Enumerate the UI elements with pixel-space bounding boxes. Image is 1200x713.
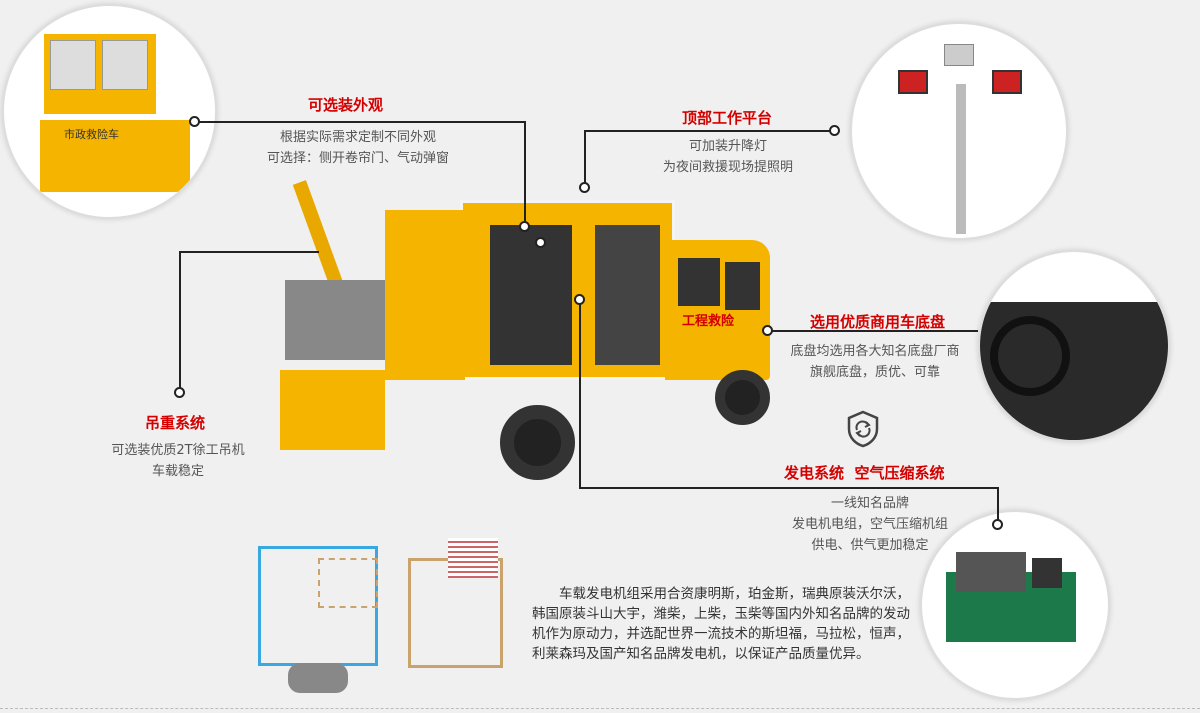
bottom-divider	[0, 708, 1200, 709]
panel-text: 市政救险车	[64, 128, 119, 141]
crane-title: 吊重系统	[145, 414, 206, 432]
chassis-desc: 底盘均选用各大知名底盘厂商 旗舰底盘，质优、可靠	[775, 341, 975, 383]
desc-line: 一线知名品牌	[830, 496, 909, 511]
crane-dot	[174, 387, 185, 398]
power-dot-top	[574, 294, 585, 305]
appearance-desc: 根据实际需求定制不同外观 可选择：侧开卷帘门、气动弹窗	[258, 127, 458, 169]
roof-dot-right	[829, 125, 840, 136]
appearance-dot	[519, 221, 530, 232]
roof-dot	[579, 182, 590, 193]
chassis-title: 选用优质商用车底盘	[810, 313, 946, 331]
power-title: 发电系统 空气压缩系统	[784, 464, 945, 482]
lift-light-photo	[850, 22, 1068, 240]
roof-desc: 可加装升降灯 为夜间救援现场提照明	[628, 136, 828, 178]
desc-line: 底盘均选用各大知名底盘厂商	[790, 344, 960, 359]
door-text: 工程救险	[682, 314, 735, 329]
generator-photo	[920, 510, 1110, 700]
chassis-interior-photo	[978, 250, 1170, 442]
desc-line: 根据实际需求定制不同外观	[279, 130, 436, 145]
desc-line: 可加装升降灯	[688, 139, 767, 154]
desc-line: 供电、供气更加稳定	[811, 538, 929, 553]
desc-line: 旗舰底盘，质优、可靠	[809, 365, 940, 380]
desc-line: 可选装优质2T徐工吊机	[111, 443, 245, 458]
appearance-photo: 市政救险车	[2, 4, 217, 219]
appearance-dot-left	[189, 116, 200, 127]
crane-desc: 可选装优质2T徐工吊机 车载稳定	[78, 440, 278, 482]
generator-description: 车载发电机组采用合资康明斯，珀金斯，瑞典原装沃尔沃，韩国原装斗山大宇，潍柴，上柴…	[532, 586, 910, 662]
desc-line: 为夜间救援现场提照明	[662, 160, 793, 175]
shield-refresh-icon	[846, 410, 880, 448]
desc-line: 车载稳定	[151, 464, 204, 479]
desc-line: 可选择：侧开卷帘门、气动弹窗	[266, 151, 449, 166]
desc-line: 发电机电组，空气压缩机组	[791, 517, 948, 532]
door-dot	[535, 237, 546, 248]
roof-title: 顶部工作平台	[682, 109, 773, 127]
power-dot	[992, 519, 1003, 530]
air-compressor-schematic	[258, 538, 508, 698]
power-desc: 一线知名品牌 发电机电组，空气压缩机组 供电、供气更加稳定	[770, 493, 970, 556]
chassis-dot	[762, 325, 773, 336]
appearance-title: 可选装外观	[308, 96, 384, 114]
